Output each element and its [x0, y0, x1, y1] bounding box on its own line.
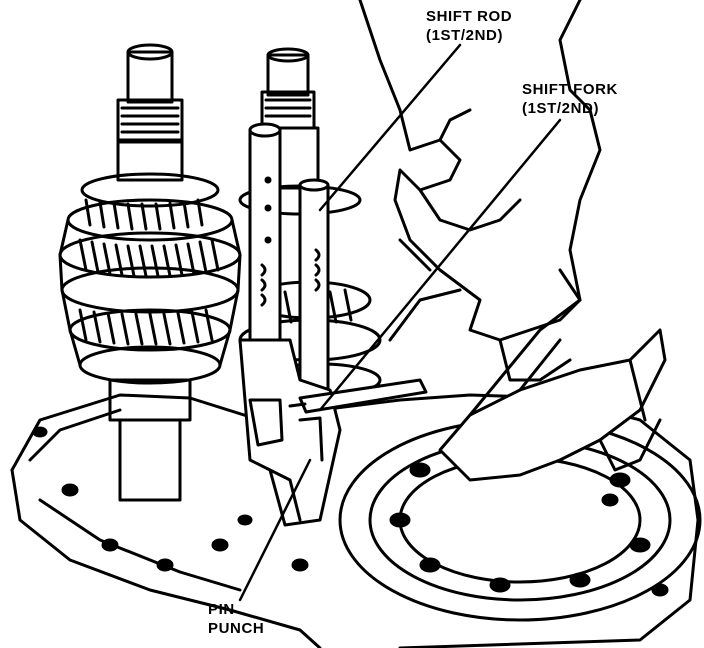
callout-leaders [238, 43, 562, 602]
callout-shift-fork-line1: SHIFT FORK [522, 81, 618, 98]
callout-pin-punch: PIN PUNCH [208, 600, 264, 638]
callout-pin-punch-line1: PIN [208, 601, 235, 618]
pin-punch [288, 378, 428, 414]
input-shaft-gear-cluster [58, 43, 242, 502]
callout-shift-fork-line2: (1ST/2ND) [522, 100, 600, 117]
hands [358, 0, 602, 382]
callout-shift-rod-line1: SHIFT ROD [426, 8, 513, 25]
callout-shift-fork: SHIFT FORK (1ST/2ND) [522, 80, 618, 118]
callout-pin-punch-line2: PUNCH [208, 620, 265, 637]
shift-fork [238, 338, 342, 527]
transmission-case [10, 393, 700, 648]
hammer [438, 268, 667, 482]
callout-shift-rod: SHIFT ROD (1ST/2ND) [426, 7, 512, 45]
callout-shift-rod-line2: (1ST/2ND) [426, 27, 504, 44]
